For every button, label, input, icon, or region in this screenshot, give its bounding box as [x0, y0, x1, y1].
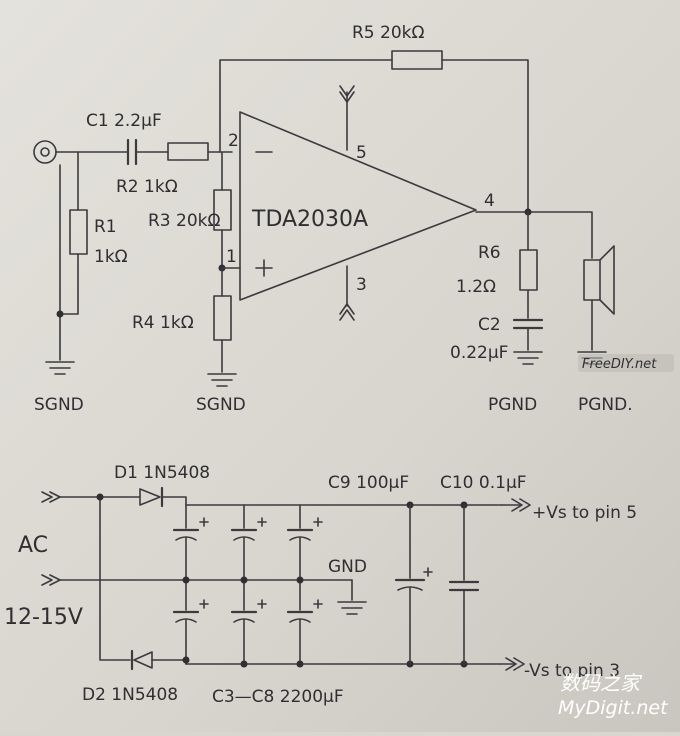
label-c10: C10 0.1μF [440, 473, 527, 493]
label-sgnd-left: SGND [34, 395, 84, 415]
label-d2: D2 1N5408 [82, 685, 178, 705]
label-r4: R4 1kΩ [132, 313, 194, 333]
noninverting-plus-sign [255, 259, 273, 277]
watermark-brand-cn: 数码之家 [560, 671, 643, 695]
label-r6-value: 1.2Ω [456, 277, 496, 297]
label-c1: C1 2.2μF [86, 111, 162, 131]
opamp-tda2030a [239, 111, 477, 301]
label-d1: D1 1N5408 [114, 463, 210, 483]
label-r3: R3 20kΩ [148, 211, 221, 231]
label-ac: AC [18, 533, 48, 558]
label-pgnd-1: PGND [488, 395, 537, 415]
watermark-brand-en: MyDigit.net [558, 697, 669, 719]
label-r6: R6 [478, 243, 501, 263]
amplifier-circuit [33, 50, 615, 387]
watermarks: FreeDIY.net 数码之家 MyDigit.net [558, 354, 674, 719]
label-vs-negative: -Vs to pin 3 [524, 661, 620, 681]
label-gnd: GND [328, 557, 367, 577]
label-r5: R5 20kΩ [352, 23, 425, 43]
label-c2-value: 0.22μF [450, 343, 508, 363]
label-ac-range: 12-15V [4, 605, 83, 630]
capacitor-bank-c3-c8 [172, 504, 323, 665]
label-pin2: 2 [228, 131, 239, 151]
label-c2: C2 [478, 315, 501, 335]
capacitor-c9 [394, 504, 433, 665]
label-c9: C9 100μF [328, 473, 409, 493]
label-r1-value: 1kΩ [94, 247, 128, 267]
capacitor-c10 [448, 504, 480, 665]
ground-sgnd-mid [207, 373, 237, 387]
ground-gnd [337, 601, 367, 615]
label-vs-positive: +Vs to pin 5 [532, 503, 637, 523]
label-pgnd-2: PGND. [578, 395, 633, 415]
label-pin3: 3 [356, 275, 367, 295]
label-pin5: 5 [356, 143, 367, 163]
power-supply-circuit [41, 486, 531, 671]
ground-pgnd-1 [513, 351, 543, 365]
label-ic: TDA2030A [251, 207, 368, 232]
label-sgnd-mid: SGND [196, 395, 246, 415]
label-pin1: 1 [226, 247, 237, 267]
labels: R5 20kΩ C1 2.2μF R2 1kΩ R3 20kΩ R1 1kΩ R… [4, 23, 637, 707]
label-r2: R2 1kΩ [116, 177, 178, 197]
watermark-stamp: FreeDIY.net [582, 357, 657, 372]
ground-sgnd-left [45, 361, 75, 375]
label-r1: R1 [94, 217, 117, 237]
label-c3-c8: C3—C8 2200μF [212, 687, 344, 707]
label-pin4: 4 [484, 191, 495, 211]
